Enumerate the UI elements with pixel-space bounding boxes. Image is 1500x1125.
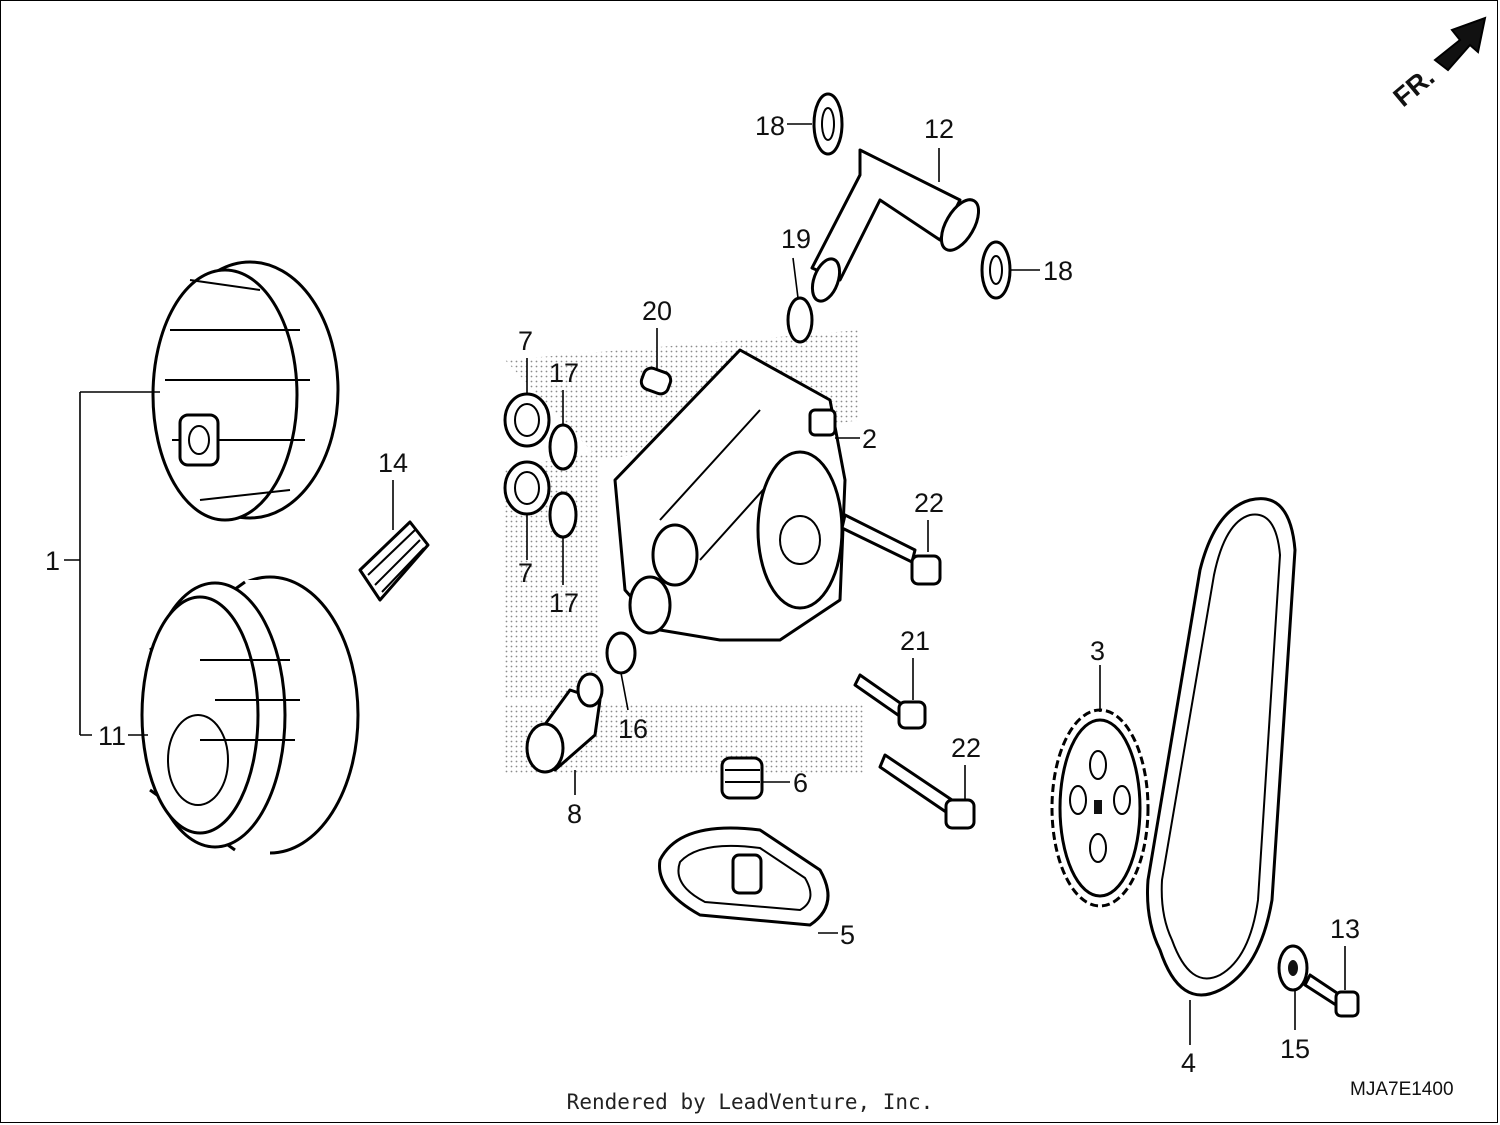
pipe-seal-part-lower[interactable] <box>980 240 1012 300</box>
front-direction-label: FR. <box>1388 62 1441 113</box>
callout-17-upper: 17 <box>549 358 579 388</box>
flange-bolt-part-upper[interactable] <box>840 513 942 586</box>
callout-22-lower: 22 <box>951 733 981 763</box>
callout-1: 1 <box>45 546 60 576</box>
drive-chain-part[interactable] <box>1146 497 1297 997</box>
oil-filter-cap-part[interactable] <box>151 260 340 522</box>
front-direction-arrow: FR. <box>1388 16 1487 113</box>
washer-part[interactable] <box>1277 944 1309 992</box>
short-bolt-part[interactable] <box>853 673 927 730</box>
callout-5: 5 <box>840 920 855 950</box>
callout-6: 6 <box>793 768 808 798</box>
callout-14: 14 <box>378 448 408 478</box>
relief-valve-part[interactable] <box>720 756 764 800</box>
pipe-o-ring-part[interactable] <box>786 296 814 344</box>
pipe-seal-part-upper[interactable] <box>812 92 844 156</box>
pump-o-ring-part[interactable] <box>605 631 637 675</box>
callout-21: 21 <box>900 626 930 656</box>
callout-22-upper: 22 <box>914 488 944 518</box>
callout-labels: 1 11 14 7 17 7 17 20 2 18 12 18 19 22 21… <box>45 111 1360 1078</box>
oil-pipe-part[interactable] <box>807 148 986 305</box>
callout-13: 13 <box>1330 914 1360 944</box>
callout-3: 3 <box>1090 636 1105 666</box>
flange-bolt-part-lower[interactable] <box>878 753 976 830</box>
callout-7-lower: 7 <box>518 558 533 588</box>
drive-sprocket-part[interactable] <box>1050 708 1150 908</box>
collar-part-upper[interactable] <box>503 392 551 448</box>
oil-filter-stud-part[interactable] <box>358 520 430 602</box>
oil-pump-assembly-part[interactable] <box>613 348 847 642</box>
o-ring-part-lower[interactable] <box>548 491 578 539</box>
callout-20: 20 <box>642 296 672 326</box>
collar-part-lower[interactable] <box>503 460 551 516</box>
o-ring-part-upper[interactable] <box>548 423 578 471</box>
callout-4: 4 <box>1181 1048 1196 1078</box>
callout-2: 2 <box>862 424 877 454</box>
dowel-pin-part[interactable] <box>639 366 673 396</box>
callout-16: 16 <box>618 714 648 744</box>
leader-lines <box>64 123 1346 1045</box>
oil-pump-joint-part[interactable] <box>525 672 604 774</box>
callout-18-upper: 18 <box>755 111 785 141</box>
callout-15: 15 <box>1280 1034 1310 1064</box>
diagram-code: MJA7E1400 <box>1350 1079 1454 1100</box>
callout-17-lower: 17 <box>549 588 579 618</box>
oil-filter-part[interactable] <box>140 575 360 855</box>
credit-line: Rendered by LeadVenture, Inc. <box>566 1090 934 1114</box>
oil-strainer-part[interactable] <box>658 826 830 927</box>
callout-7-upper: 7 <box>518 326 533 356</box>
callout-11: 11 <box>98 721 126 751</box>
sprocket-bolt-part[interactable] <box>1303 973 1360 1018</box>
callout-19: 19 <box>781 224 811 254</box>
callout-12: 12 <box>924 114 954 144</box>
callout-18-lower: 18 <box>1043 256 1073 286</box>
callout-8: 8 <box>567 799 582 829</box>
